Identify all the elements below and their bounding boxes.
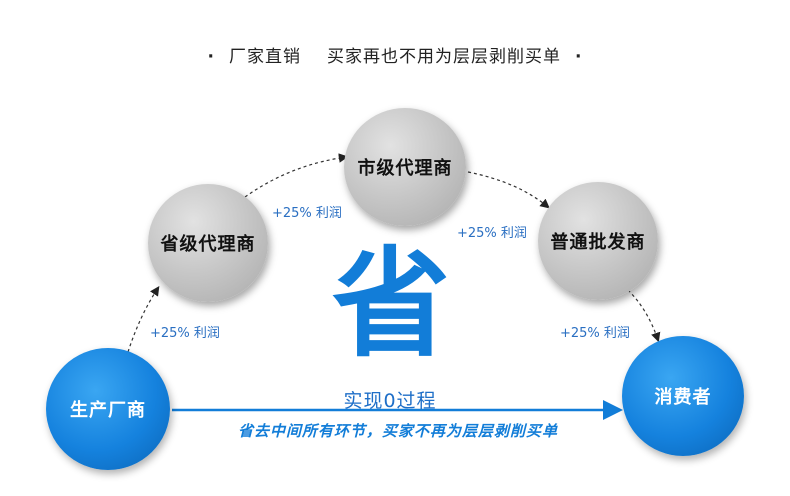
node-consumer: 消费者 [622, 336, 744, 456]
node-city-label: 市级代理商 [357, 158, 453, 179]
node-wholesaler: 普通批发商 [538, 182, 658, 300]
arrow-provincial-to-city [244, 153, 349, 198]
profit-label-4: +25% 利润 [560, 326, 630, 341]
title-bullet-right: · [575, 47, 583, 67]
slogan-text: 省去中间所有环节，买家不再为层层剥削买单 [237, 422, 558, 440]
title-bullet-left: · [207, 47, 215, 67]
node-consumer-label: 消费者 [654, 387, 712, 408]
node-wholesale-label: 普通批发商 [550, 232, 646, 253]
node-producer: 生产厂商 [46, 348, 170, 470]
arrow-producer-to-provincial [127, 286, 160, 353]
arrow-city-to-wholesale [467, 171, 550, 209]
save-big-character: 省 [331, 235, 450, 373]
profit-label-2: +25% 利润 [150, 326, 220, 341]
title-right: 买家再也不用为层层剥削买单 [327, 47, 561, 67]
node-city-agent: 市级代理商 [344, 108, 466, 226]
profit-label-1: +25% 利润 [272, 206, 342, 221]
node-producer-label: 生产厂商 [70, 400, 146, 421]
node-provincial-agent: 省级代理商 [148, 184, 268, 302]
title-left: 厂家直销 [229, 47, 301, 67]
page-title: · 厂家直销 买家再也不用为层层剥削买单 · [0, 42, 790, 67]
profit-label-3: +25% 利润 [457, 226, 527, 241]
zero-process-subtitle: 实现0过程 [343, 390, 437, 412]
arrow-wholesale-to-consumer [627, 289, 661, 343]
node-provincial-label: 省级代理商 [160, 234, 256, 255]
